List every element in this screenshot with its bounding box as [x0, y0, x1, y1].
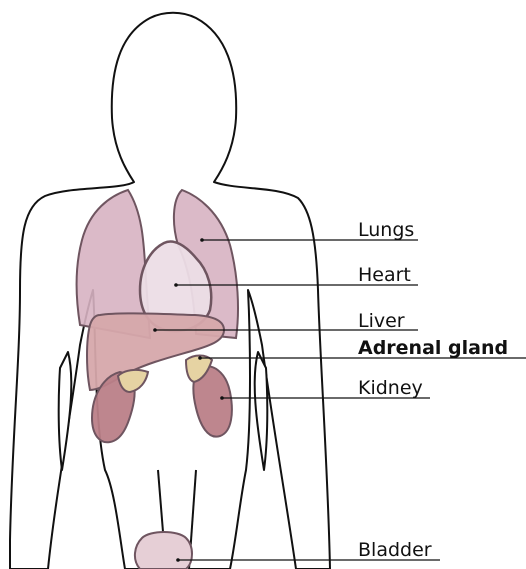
adrenal-gland-label: Adrenal gland	[358, 337, 508, 359]
bladder	[135, 532, 192, 569]
kidney-label: Kidney	[358, 377, 423, 399]
lungs-label: Lungs	[358, 219, 414, 241]
left-arm-gap	[59, 352, 72, 470]
right-arm-gap	[255, 352, 268, 470]
bladder-label: Bladder	[358, 539, 432, 561]
heart-label: Heart	[358, 264, 411, 286]
liver-label: Liver	[358, 310, 405, 332]
